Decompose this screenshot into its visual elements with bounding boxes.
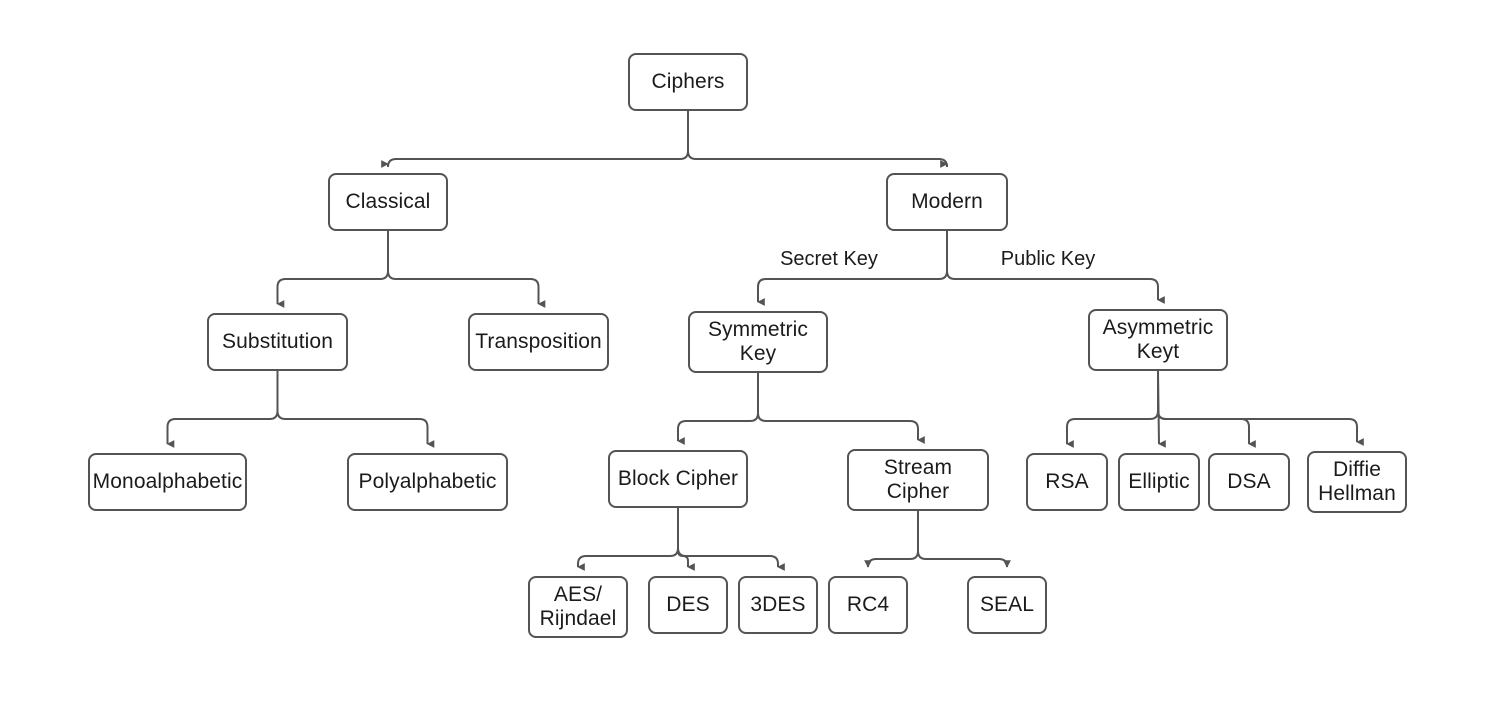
node-rsa[interactable]: RSA [1026, 453, 1108, 511]
edge-block-to-tripledes [677, 508, 785, 571]
node-elliptic[interactable]: Elliptic [1118, 453, 1200, 511]
node-diffie[interactable]: Diffie Hellman [1307, 451, 1407, 513]
node-rc4[interactable]: RC4 [828, 576, 908, 634]
node-ciphers[interactable]: Ciphers [628, 53, 748, 111]
edge-label-secret-key: Secret Key [780, 248, 878, 270]
node-symmetric[interactable]: Symmetric Key [688, 311, 828, 373]
node-modern[interactable]: Modern [886, 173, 1008, 231]
node-aes[interactable]: AES/ Rijndael [528, 576, 628, 638]
node-monoalphabetic[interactable]: Monoalphabetic [88, 453, 247, 511]
edge-label-public-key: Public Key [1000, 248, 1096, 270]
node-des[interactable]: DES [648, 576, 728, 634]
edge-ciphers-to-classical [381, 111, 689, 168]
node-substitution[interactable]: Substitution [207, 313, 348, 371]
edge-block-to-aes [577, 508, 679, 571]
edge-block-to-des [677, 508, 695, 571]
edge-symmetric-to-stream [757, 373, 925, 444]
node-transposition[interactable]: Transposition [468, 313, 609, 371]
node-seal[interactable]: SEAL [967, 576, 1047, 634]
edge-modern-to-asymmetric [946, 231, 1165, 304]
edge-symmetric-to-block [677, 373, 759, 445]
edge-stream-to-seal [917, 511, 1014, 571]
edge-ciphers-to-modern [687, 111, 948, 168]
edge-substitution-to-polyalphabetic [276, 371, 435, 448]
edge-asymmetric-to-diffie [1157, 371, 1364, 446]
edge-substitution-to-monoalphabetic [166, 371, 279, 448]
edge-classical-to-substitution [276, 231, 389, 308]
node-block[interactable]: Block Cipher [608, 450, 748, 508]
node-tripledes[interactable]: 3DES [738, 576, 818, 634]
node-asymmetric[interactable]: Asymmetric Keyt [1088, 309, 1228, 371]
edge-classical-to-transposition [387, 231, 546, 308]
edge-asymmetric-to-rsa [1066, 371, 1159, 448]
edge-stream-to-rc4 [867, 511, 919, 571]
node-classical[interactable]: Classical [328, 173, 448, 231]
edge-asymmetric-to-dsa [1157, 371, 1256, 448]
node-stream[interactable]: Stream Cipher [847, 449, 989, 511]
node-dsa[interactable]: DSA [1208, 453, 1290, 511]
node-polyalphabetic[interactable]: Polyalphabetic [347, 453, 508, 511]
